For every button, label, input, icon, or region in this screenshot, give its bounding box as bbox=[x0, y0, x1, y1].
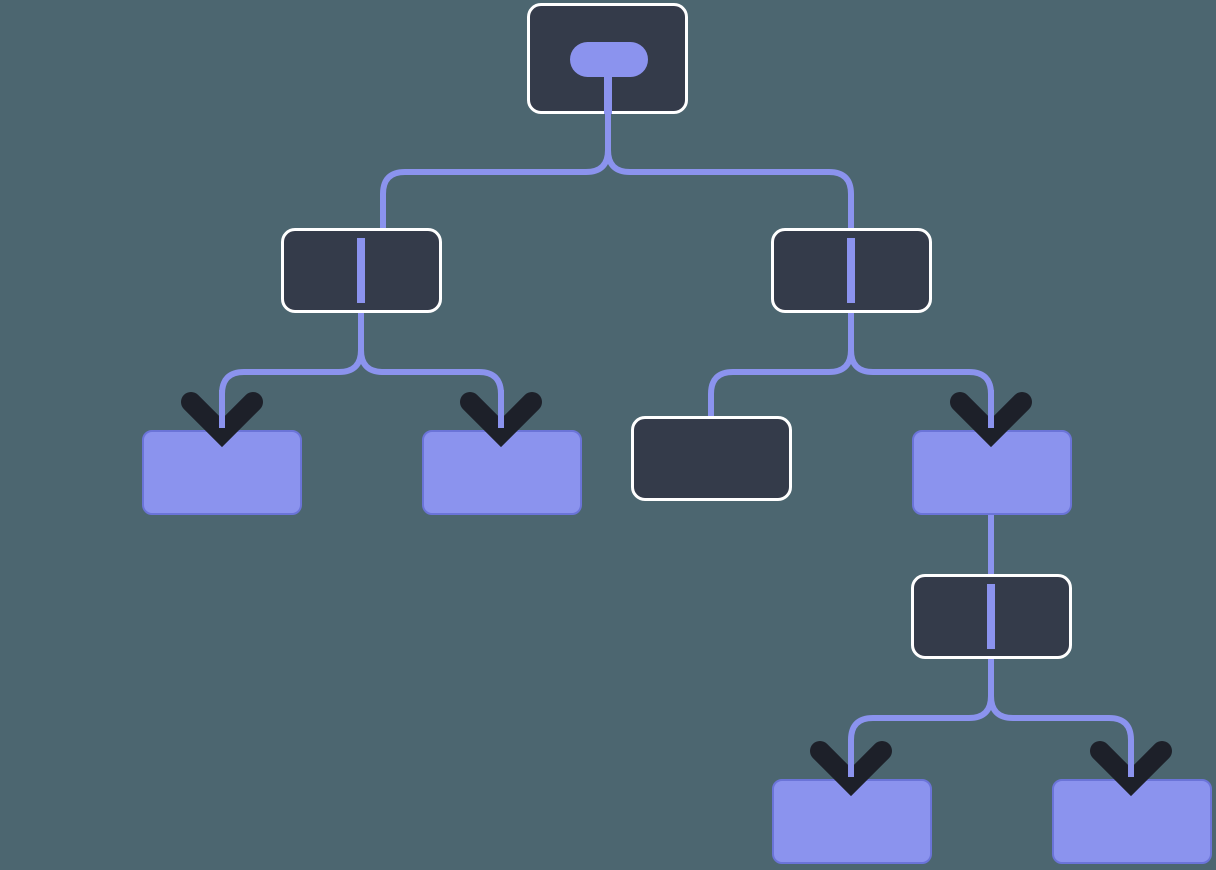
edge-p8 bbox=[988, 659, 1134, 789]
node-marker-bar-2 bbox=[357, 238, 365, 303]
node-marker-bar-3 bbox=[847, 238, 855, 303]
node-marker-bar-4 bbox=[987, 584, 995, 649]
node-n5[interactable] bbox=[631, 416, 792, 501]
node-n3[interactable] bbox=[142, 430, 302, 515]
node-n8[interactable] bbox=[772, 779, 932, 864]
edge-p3 bbox=[358, 313, 504, 440]
node-n4[interactable] bbox=[422, 430, 582, 515]
node-marker-pill-0 bbox=[570, 42, 648, 77]
edge-p1 bbox=[605, 114, 854, 232]
node-n9[interactable] bbox=[1052, 779, 1212, 864]
edge-p5 bbox=[848, 313, 994, 440]
node-marker-stem-1 bbox=[604, 60, 612, 114]
node-n6[interactable] bbox=[912, 430, 1072, 515]
